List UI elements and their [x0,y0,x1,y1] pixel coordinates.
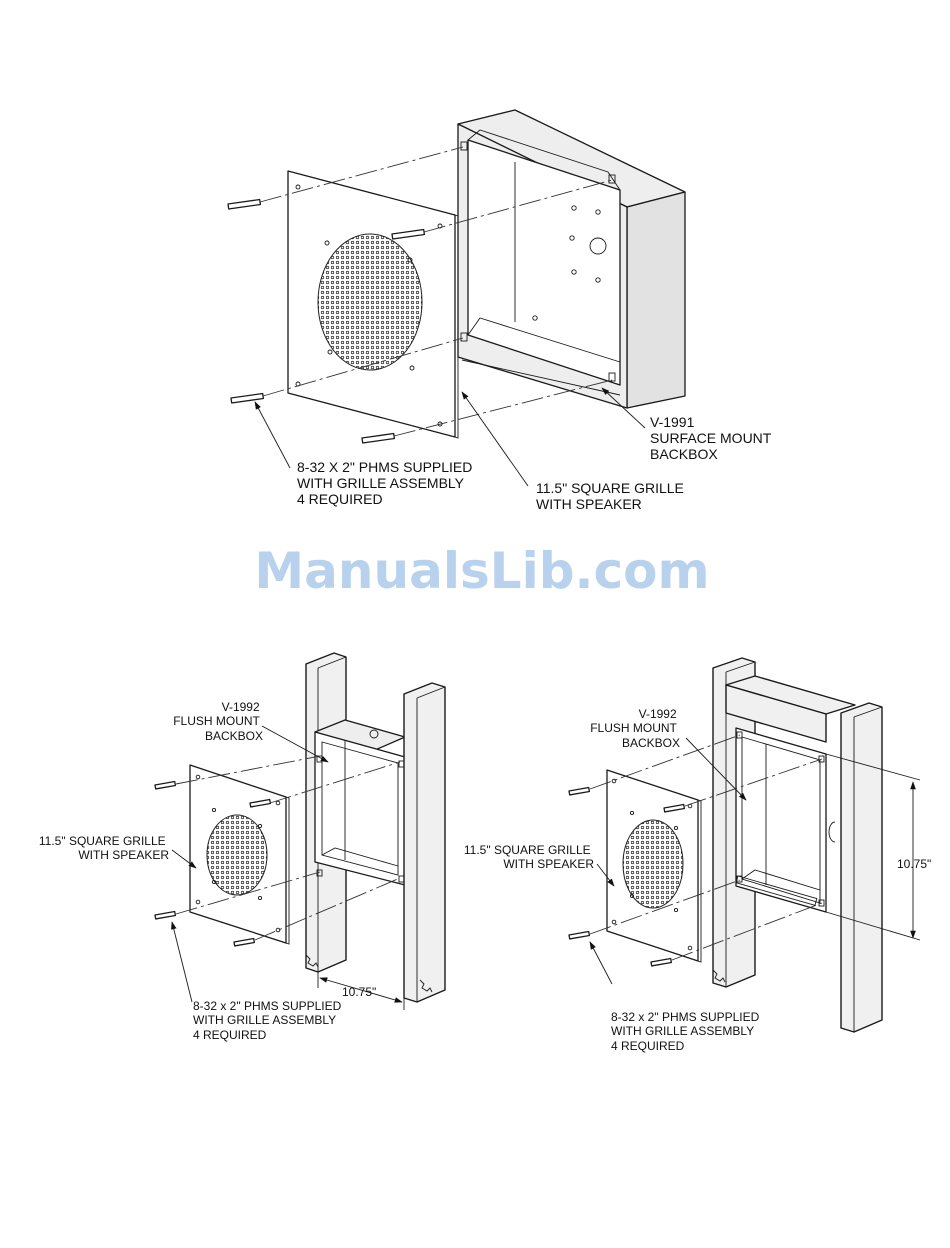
left-grille-label: 11.5" SQUARE GRILLE WITH SPEAKER [39,834,169,862]
right-backbox-label: V-1992 FLUSH MOUNT BACKBOX [590,707,680,750]
surface-mount-grille [287,170,459,439]
right-dimension: 10.75" [897,857,931,871]
flush-mount-backbox-right [735,727,827,913]
right-grille-label: 11.5" SQUARE GRILLE WITH SPEAKER [464,843,594,871]
surface-mount-figure: V-1991 SURFACE MOUNT BACKBOX 8-32 X 2" P… [227,109,775,512]
flush-mount-grille-right [606,769,702,963]
surface-mount-backbox [457,109,686,409]
flush-mount-left-figure: 10.75" V-1992 FLUSH MOUNT BACKBOX 11.5" … [39,652,446,1042]
left-screws-label: 8-32 x 2" PHMS SUPPLIED WITH GRILLE ASSE… [193,999,345,1042]
surface-screws-label: 8-32 X 2" PHMS SUPPLIED WITH GRILLE ASSE… [297,459,476,507]
left-dimension: 10.75" [342,985,376,999]
right-screws-label: 8-32 x 2" PHMS SUPPLIED WITH GRILLE ASSE… [611,1010,763,1053]
surface-backbox-label: V-1991 SURFACE MOUNT BACKBOX [650,414,775,462]
flush-mount-right-figure: 10.75" V-1992 FLUSH MOUNT BACKBOX 11.5" … [464,657,931,1053]
speaker-perforation [317,233,423,371]
watermark: ManualsLib.com [254,542,709,600]
surface-grille-label: 11.5" SQUARE GRILLE WITH SPEAKER [536,480,688,512]
flush-mount-grille-left [189,764,290,945]
flush-mount-backbox-left [314,719,406,886]
left-backbox-label: V-1992 FLUSH MOUNT BACKBOX [173,700,263,743]
